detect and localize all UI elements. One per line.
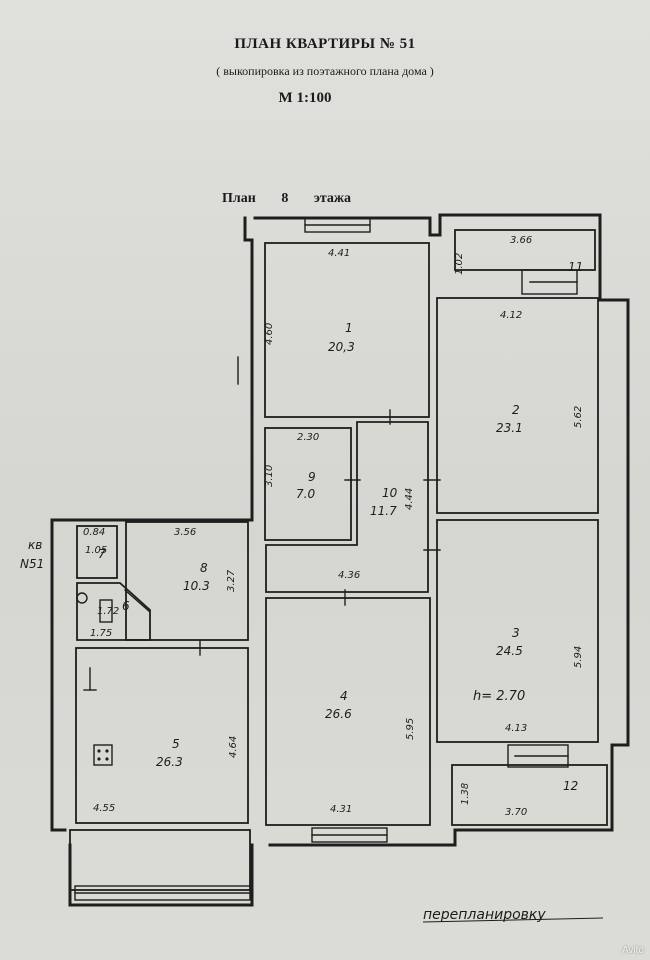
room-9-number: 9 <box>308 470 316 484</box>
apartment-tag-number: N51 <box>20 557 44 571</box>
room-4-area: 26.6 <box>325 707 352 721</box>
dim-room3-height: 5.94 <box>573 646 584 668</box>
room-4-number: 4 <box>340 689 348 703</box>
room-8-number: 8 <box>200 561 208 575</box>
dim-room5-height: 4.64 <box>228 736 239 758</box>
room-outlines <box>69 229 608 891</box>
room-5-number: 5 <box>172 737 180 751</box>
dim-room6-width: 1.75 <box>90 628 112 639</box>
dim-room2-height: 5.62 <box>573 406 584 428</box>
room-1-number: 1 <box>345 321 353 335</box>
vertical-dimension-labels: 4.60 1.02 5.62 3.10 4.44 3.27 5.94 4.64 … <box>226 253 584 805</box>
avito-watermark: Avito <box>621 945 644 956</box>
room-6-outline <box>76 582 151 641</box>
room-12-number: 12 <box>563 779 578 793</box>
room-10-area: 11.7 <box>370 504 397 518</box>
doors-and-fixtures <box>76 356 441 766</box>
apartment-tag-kv: кв <box>28 538 42 552</box>
room-10-number: 10 <box>382 486 398 500</box>
windows <box>74 217 578 901</box>
room-4-outline <box>265 597 431 826</box>
dim-room8-width: 3.56 <box>174 527 196 538</box>
room-7-number: 7 <box>98 547 106 561</box>
room-5-outline <box>75 647 249 824</box>
dim-room7-width: 0.84 <box>83 527 105 538</box>
dim-corridor-width: 4.36 <box>338 570 360 581</box>
plan-subtitle: ( выкопировка из поэтажного плана дома ) <box>216 64 434 78</box>
dim-room7-height: 1.05 <box>85 545 107 556</box>
dim-room6-height: 1.72 <box>97 606 119 617</box>
room-9-area: 7.0 <box>296 487 315 501</box>
dim-room4-width: 4.31 <box>330 804 352 815</box>
room-1-outline <box>264 242 430 418</box>
dim-room3-width: 4.13 <box>505 723 527 734</box>
plan-title: ПЛАН КВАРТИРЫ № 51 <box>234 36 416 52</box>
dim-balcony12-width: 3.70 <box>505 807 527 818</box>
room-6-number: 6 <box>122 599 130 613</box>
ceiling-height-note: h= 2.70 <box>473 689 525 704</box>
plan-scale: М 1:100 <box>278 90 332 106</box>
dim-room4-height: 5.95 <box>405 718 416 740</box>
room-1-area: 20,3 <box>328 340 355 354</box>
room-5-area: 26.3 <box>156 755 183 769</box>
floor-number: 8 <box>281 191 289 206</box>
room-3-area: 24.5 <box>496 644 523 658</box>
dim-room10-height: 4.44 <box>404 488 415 510</box>
loggia-outline <box>69 829 251 891</box>
room-2-number: 2 <box>512 403 520 417</box>
floor-label-word: План <box>222 191 256 206</box>
room-3-number: 3 <box>512 626 520 640</box>
room-numbers: 1 2 3 4 5 6 7 8 9 10 11 12 <box>98 260 583 793</box>
dim-room8-height: 3.27 <box>226 569 237 592</box>
dim-room9-height: 3.10 <box>264 465 275 487</box>
floor-label: План 8 этажа <box>222 191 351 207</box>
room-9-outline <box>264 427 352 541</box>
room-2-outline <box>436 297 599 514</box>
dim-room1-width: 4.41 <box>328 248 350 259</box>
dim-room5-width: 4.55 <box>93 803 115 814</box>
room-3-outline <box>436 519 599 743</box>
exterior-walls <box>50 213 630 907</box>
room-7-outline <box>76 525 118 579</box>
room-8-outline <box>125 521 249 641</box>
balcony-12-outline <box>451 764 608 826</box>
room-11-number: 11 <box>568 260 583 274</box>
handwritten-underline <box>422 917 604 923</box>
handwritten-note: перепланировку <box>423 907 546 923</box>
dim-room2-width: 4.12 <box>500 310 522 321</box>
room-2-area: 23.1 <box>496 421 523 435</box>
floor-suffix: этажа <box>313 191 352 206</box>
dim-room9-width: 2.30 <box>297 432 319 443</box>
dim-balcony11-depth: 1.02 <box>454 253 465 275</box>
stove-burners <box>97 749 109 761</box>
room-areas: 20,3 23.1 24.5 26.6 26.3 10.3 7.0 11.7 <box>156 340 523 769</box>
dim-balcony11-width: 3.66 <box>510 235 532 246</box>
room-8-area: 10.3 <box>183 579 210 593</box>
dimension-labels: 4.41 3.66 4.12 2.30 0.84 3.56 4.36 1.75 … <box>83 235 532 818</box>
dim-room1-height: 4.60 <box>264 323 275 345</box>
dim-balcony12-depth: 1.38 <box>460 783 471 805</box>
room-10-outline <box>265 421 429 593</box>
